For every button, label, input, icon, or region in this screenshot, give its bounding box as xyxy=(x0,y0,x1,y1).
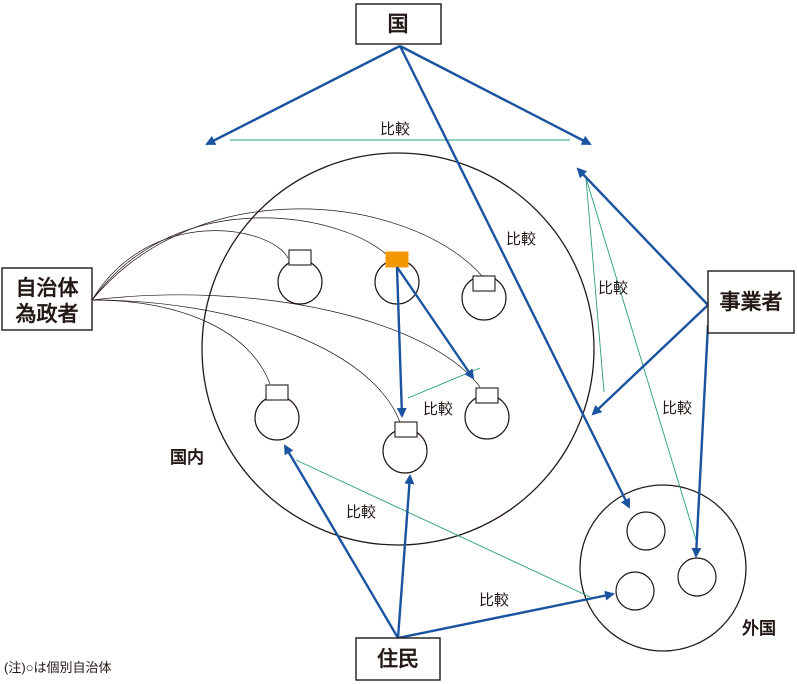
compare-label-kuni-foreign: 比較 xyxy=(506,230,536,248)
municipality-tag xyxy=(265,384,289,401)
arrow-kuni-left xyxy=(205,44,401,146)
arrow-kuni-foreign xyxy=(398,45,631,509)
compare-label-jumin-foreign: 比較 xyxy=(479,591,509,609)
municipality-tag xyxy=(288,249,312,266)
jichitai-curve-2 xyxy=(91,217,391,301)
arrow-jigyosha-foreign xyxy=(691,324,710,558)
municipality-tag xyxy=(472,275,496,292)
compare-label-inner: 比較 xyxy=(423,400,453,418)
arrow-kuni-right xyxy=(399,44,592,146)
compare-line-jigyosha-a xyxy=(585,177,605,393)
foreign-circle-a xyxy=(626,511,666,551)
arrow-jigyosha-domestic xyxy=(591,304,709,416)
foreign-circle xyxy=(579,484,747,652)
arrow-highlight-down xyxy=(395,266,407,418)
arrow-jumin-foreign xyxy=(397,590,615,640)
actor-kuni-label: 国 xyxy=(388,13,409,36)
region-label-foreign: 外国 xyxy=(742,618,776,638)
actor-jumin-box: 住民 xyxy=(355,637,441,681)
jichitai-curve-1 xyxy=(91,230,289,301)
actor-jichitai-label-line1: 自治体 xyxy=(16,276,80,300)
arrow-jumin-up xyxy=(396,474,415,639)
municipality-tag xyxy=(475,387,499,404)
compare-label-top: 比較 xyxy=(380,120,410,138)
jichitai-link-curves xyxy=(91,208,483,423)
arrow-jigyosha-top xyxy=(576,167,709,306)
jichitai-curve-3 xyxy=(91,208,483,301)
actor-jichitai-label-line2: 為政者 xyxy=(16,302,79,326)
region-label-domestic: 国内 xyxy=(170,447,204,467)
municipalities xyxy=(254,249,510,474)
compare-line-jigyosha-b xyxy=(585,177,697,541)
footnote: (注)○は個別自治体 xyxy=(4,660,112,675)
foreign-entities xyxy=(615,511,717,611)
actor-jigyosha-box: 事業者 xyxy=(707,270,795,334)
compare-label-jigyosha: 比較 xyxy=(598,279,628,297)
actor-jichitai-box: 自治体 為政者 xyxy=(1,267,93,331)
actor-jigyosha-label: 事業者 xyxy=(720,290,783,314)
jichitai-curve-4 xyxy=(91,299,271,385)
municipality-tag-highlighted xyxy=(385,251,409,268)
arrow-jumin-left xyxy=(283,444,400,639)
municipality-circle xyxy=(254,395,300,441)
arrow-highlight-right xyxy=(396,266,475,380)
compare-label-jigyosha-lower: 比較 xyxy=(662,399,692,417)
foreign-circle-b xyxy=(677,557,717,597)
actor-kuni-box: 国 xyxy=(355,3,442,45)
compare-line-jumin xyxy=(295,459,591,598)
municipality-circle xyxy=(277,259,323,305)
actor-jumin-label: 住民 xyxy=(377,647,419,671)
influence-arrows xyxy=(205,44,710,640)
jichitai-curve-6 xyxy=(91,294,481,388)
foreign-circle-c xyxy=(615,571,655,611)
municipality-tag xyxy=(394,421,418,438)
compare-label-jumin-domestic: 比較 xyxy=(346,503,376,521)
jichitai-curve-5 xyxy=(91,299,401,423)
domestic-circle xyxy=(201,152,595,546)
